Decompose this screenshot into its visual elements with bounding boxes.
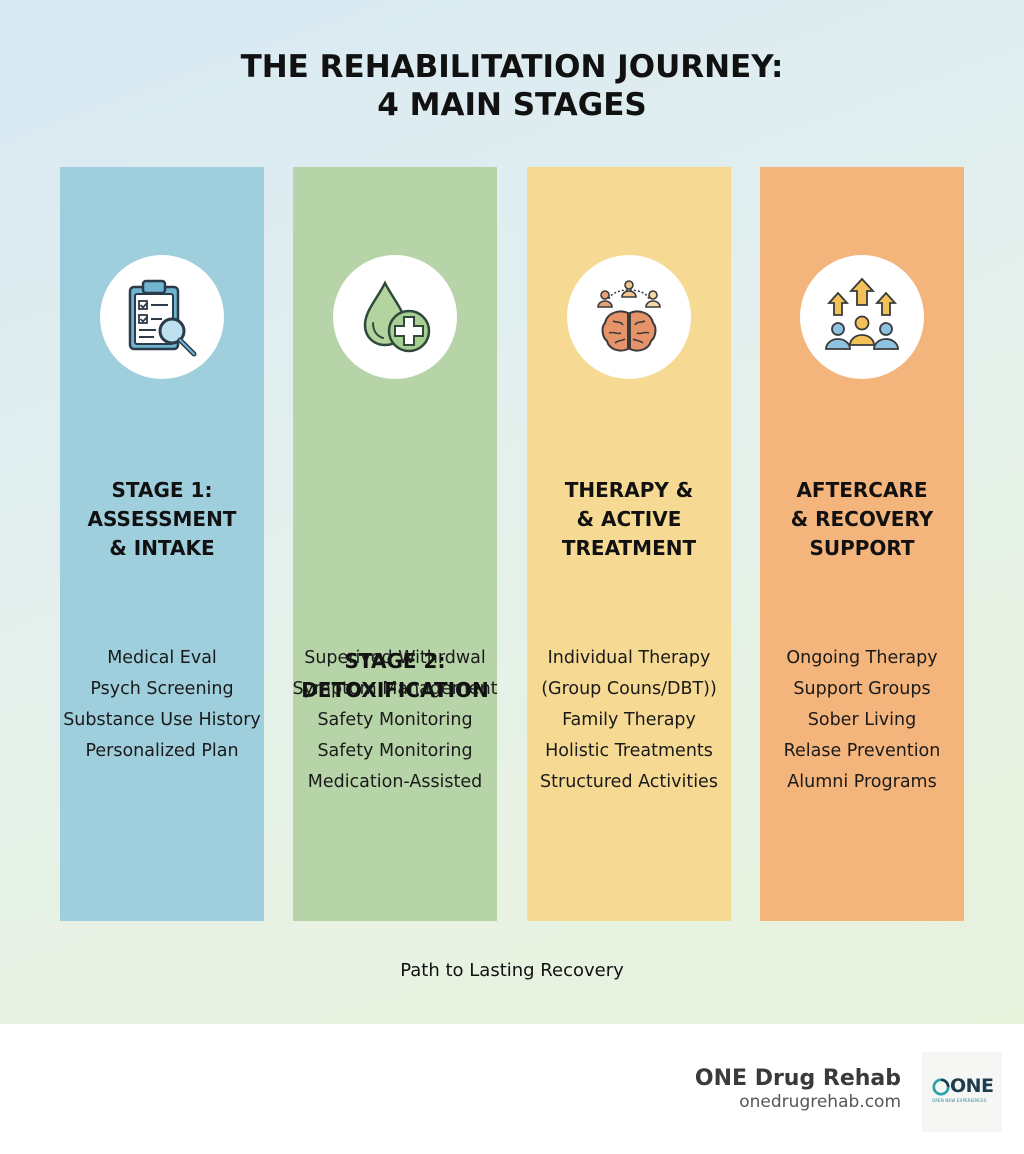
stage-title-line: & INTAKE [109, 536, 215, 560]
stage-item: Personalized Plan [85, 741, 239, 761]
stage-title: STAGE 2: DETOXIFICATION [293, 647, 497, 705]
stage-icon-circle [333, 255, 457, 379]
stage-items: Medical Eval Psych Screening Substance U… [50, 643, 274, 767]
stage-item: Psych Screening [90, 679, 234, 699]
tagline: Path to Lasting Recovery [400, 960, 624, 981]
stage-icon-circle [567, 255, 691, 379]
stage-title-line: ASSESSMENT [87, 507, 237, 531]
stage-items: Individual Therapy (Group Couns/DBT)) Fa… [517, 643, 741, 798]
stage-title-line: THERAPY & [564, 478, 694, 502]
stage-item: Medical Eval [107, 648, 217, 668]
stage-item: Safety Monitoring [317, 710, 473, 730]
stage-item: Structured Activities [540, 772, 718, 792]
stage-column-3: THERAPY & & ACTIVE TREATMENT Individual … [527, 167, 731, 921]
stage-item: (Group Couns/DBT)) [541, 679, 717, 699]
stage-item: Sober Living [807, 710, 917, 730]
stage-title-line: & RECOVERY [790, 507, 934, 531]
stage-item: Safety Monitoring [317, 741, 473, 761]
logo-subtext: OPEN NEW EXPERIENCES [932, 1098, 987, 1103]
stage-item: Individual Therapy [547, 648, 711, 668]
clipboard-magnifier-icon [128, 279, 197, 357]
stage-column-4: AFTERCARE & RECOVERY SUPPORT Ongoing The… [760, 167, 964, 921]
title-line-2: 4 MAIN STAGES [377, 87, 647, 123]
people-arrows-up-icon [825, 277, 899, 350]
stage-icon-circle [100, 255, 224, 379]
stage-title-line: STAGE 1: [111, 478, 213, 502]
stage-column-2: STAGE 2: DETOXIFICATION Superived Withrd… [292, 167, 498, 921]
stage-title-line: & ACTIVE [576, 507, 682, 531]
logo-text: ONE [950, 1075, 994, 1097]
stage-title: AFTERCARE & RECOVERY SUPPORT [760, 476, 964, 563]
stage-item: Support Groups [793, 679, 931, 699]
stage-items: Ongoing Therapy Support Groups Sober Liv… [750, 643, 974, 798]
stage-title-line: STAGE 2: [344, 649, 446, 673]
infographic-title: THE REHABILITATION JOURNEY: 4 MAIN STAGE… [0, 48, 1024, 124]
stage-item: Relase Prevention [783, 741, 941, 761]
stage-items: Superived Withrdwal Symptom Management S… [283, 643, 507, 798]
logo-swirl-icon [932, 1078, 950, 1096]
stage-item: Superived Withrdwal [304, 648, 486, 668]
brand-name: ONE Drug Rehab [694, 1066, 901, 1091]
stage-item: Symptom Management [292, 679, 498, 699]
stage-column-1: STAGE 1: ASSESSMENT & INTAKE Medical Eva… [60, 167, 264, 921]
stage-title: THERAPY & & ACTIVE TREATMENT [527, 476, 731, 563]
stage-title-line: AFTERCARE [796, 478, 928, 502]
stage-title: STAGE 1: ASSESSMENT & INTAKE [60, 476, 264, 563]
brand-logo: ONE OPEN NEW EXPERIENCES [922, 1052, 1002, 1132]
stage-item: Ongoing Therapy [786, 648, 938, 668]
stage-item: Substance Use History [63, 710, 261, 730]
group-brain-icon [597, 280, 661, 352]
stage-title-line: DETOXIFICATION [301, 678, 489, 702]
stage-item: Alumni Programs [787, 772, 937, 792]
drop-medical-cross-icon [363, 280, 431, 353]
stage-title-line: TREATMENT [561, 536, 697, 560]
stage-title-line: SUPPORT [809, 536, 915, 560]
footer: ONE Drug Rehab onedrugrehab.com ONE OPEN… [0, 1024, 1024, 1154]
stage-item: Holistic Treatments [545, 741, 713, 761]
brand-url[interactable]: onedrugrehab.com [739, 1092, 901, 1112]
stage-item: Family Therapy [562, 710, 696, 730]
title-line-1: THE REHABILITATION JOURNEY: [240, 49, 784, 85]
stage-item: Medication-Assisted [307, 772, 483, 792]
stage-icon-circle [800, 255, 924, 379]
